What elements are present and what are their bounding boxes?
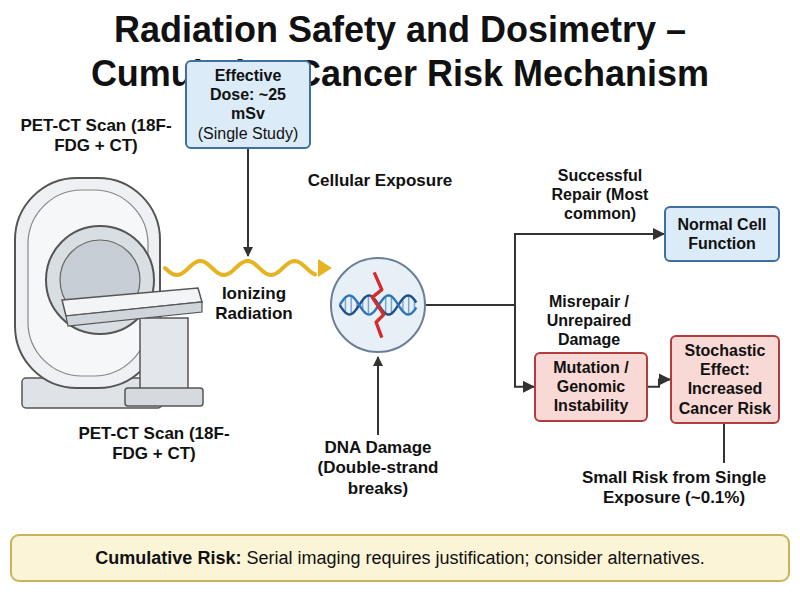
cell-circle: Cellular Exposure	[330, 257, 426, 353]
circle-heading: Cellular Exposure	[280, 171, 480, 191]
dna-illustration	[332, 259, 424, 351]
radiation-label: Ionizing Radiation	[198, 284, 310, 325]
risk-label: Small Risk from Single Exposure (~0.1%)	[560, 468, 788, 509]
outcome-box: Normal Cell Function	[664, 206, 780, 262]
edge-label: Misrepair / Unrepaired Damage	[526, 292, 652, 350]
scanner-label: PET-CT Scan (18F-FDG + CT)	[18, 116, 174, 157]
connector-arrow	[426, 305, 534, 387]
note-heading: Cumulative Risk:	[95, 548, 241, 568]
box-text: Stochastic Effect: Increased Cancer Risk	[677, 341, 773, 418]
note-band: Cumulative Risk: Serial imaging requires…	[10, 534, 790, 582]
mutation-box: Mutation / Genomic Instability	[534, 352, 648, 422]
dose-box: Effective Dose: ~25 mSv(Single Study)	[185, 60, 311, 149]
connector-arrow	[648, 379, 670, 386]
box-text: Mutation / Genomic Instability	[541, 358, 641, 416]
effect-box: Stochastic Effect: Increased Cancer Risk	[670, 335, 780, 424]
diagram-title: Radiation Safety and Dosimetry – Cumulat…	[20, 8, 780, 96]
box-text: Normal Cell Function	[671, 215, 773, 253]
scanner-label: PET-CT Scan (18F-FDG + CT)	[66, 424, 242, 465]
box-text: Effective Dose: ~25 mSv	[192, 66, 304, 124]
edge-label: Successful Repair (Most common)	[540, 166, 660, 224]
damage-label: DNA Damage (Double-strand breaks)	[288, 438, 468, 499]
note-text: Cumulative Risk: Serial imaging requires…	[95, 547, 704, 570]
note-body: Serial imaging requires justification; c…	[246, 548, 704, 568]
box-subtext: (Single Study)	[198, 124, 299, 143]
